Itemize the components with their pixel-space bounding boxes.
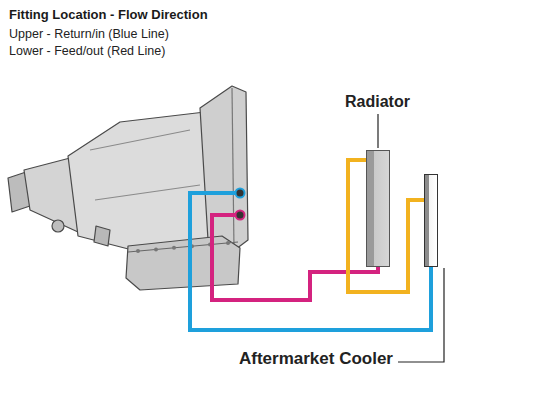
pan-lip (128, 242, 238, 252)
speedo-fitting (52, 220, 64, 232)
radiator: Radiator (366, 150, 390, 267)
node-label: Radiator (345, 93, 410, 111)
flow-note: Upper - Return/in (Blue Line) (9, 27, 169, 41)
bell-edge (232, 88, 234, 250)
bolt (154, 247, 158, 251)
oil-pan (126, 236, 240, 290)
feed-line (212, 215, 378, 300)
radiator-leader (377, 114, 378, 148)
bell-housing (200, 86, 248, 252)
return-line (190, 193, 431, 330)
selector-shaft (94, 226, 110, 246)
upper-fitting (236, 189, 245, 198)
bolt (172, 246, 176, 250)
node-label: Aftermarket Cooler (239, 349, 393, 369)
flow-note: Lower - Feed/out (Red Line) (9, 44, 165, 58)
case-rib (90, 130, 200, 200)
cooler-bracket (398, 268, 444, 362)
title: Fitting Location - Flow Direction (9, 7, 208, 22)
bolt (136, 249, 140, 253)
bolt (226, 241, 230, 245)
aftermarket-cooler: Aftermarket Cooler (424, 174, 438, 267)
lower-fitting (236, 211, 245, 220)
pan-bolts (136, 241, 230, 253)
